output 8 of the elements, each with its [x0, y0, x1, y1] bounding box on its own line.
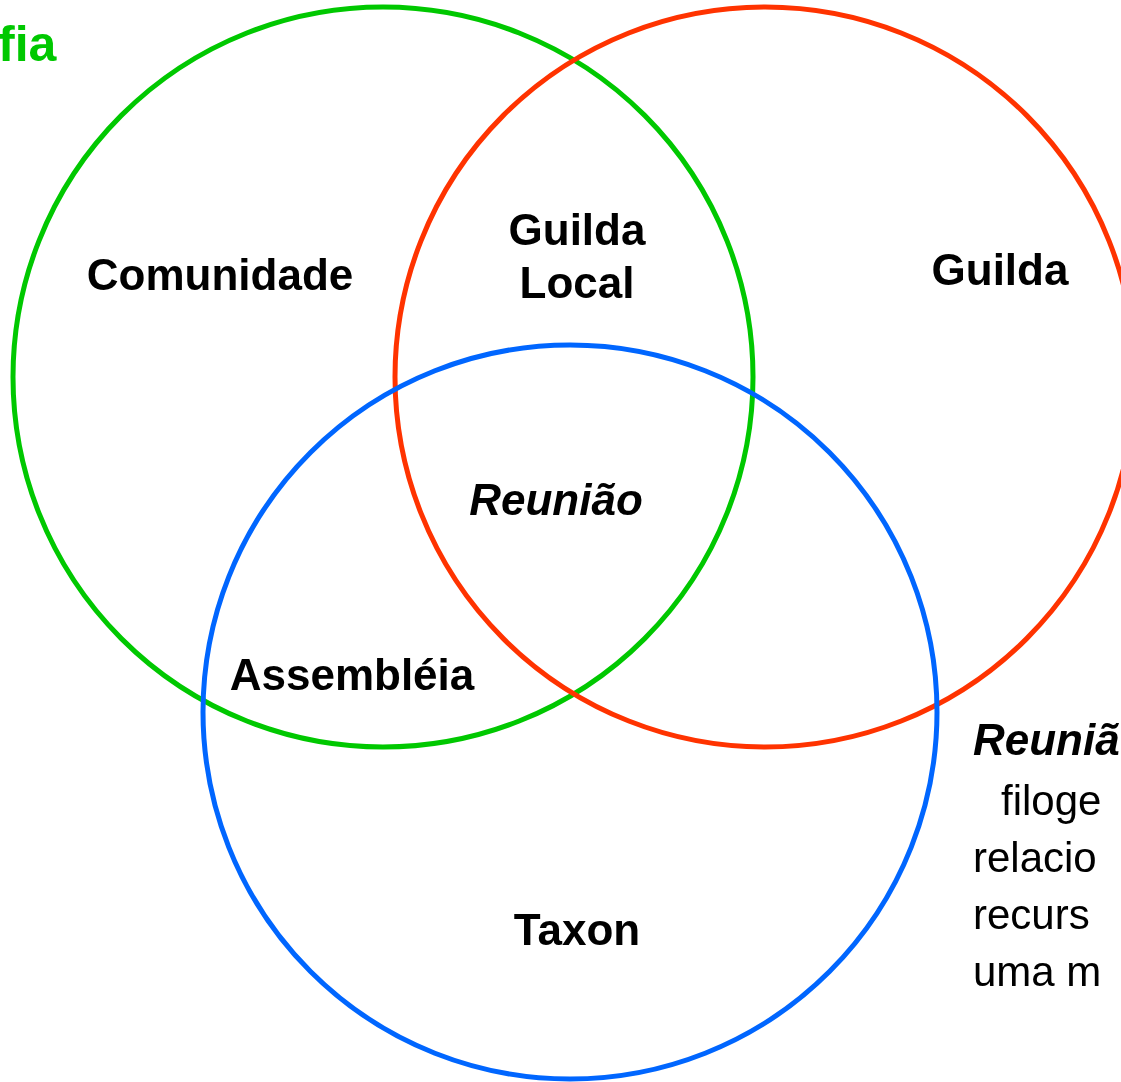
set-label: Comunidade [86, 248, 354, 301]
set-label: Guilda [931, 243, 1069, 296]
definition-term: Reuniã [973, 713, 1120, 766]
intersection-label: Assembléia [229, 648, 475, 701]
intersection-label: Guilda Local [507, 204, 647, 309]
set-label: Taxon [513, 903, 641, 956]
intersection-label: Reunião [469, 473, 643, 526]
definition-text: filoge relacio recurs uma m [973, 776, 1103, 997]
